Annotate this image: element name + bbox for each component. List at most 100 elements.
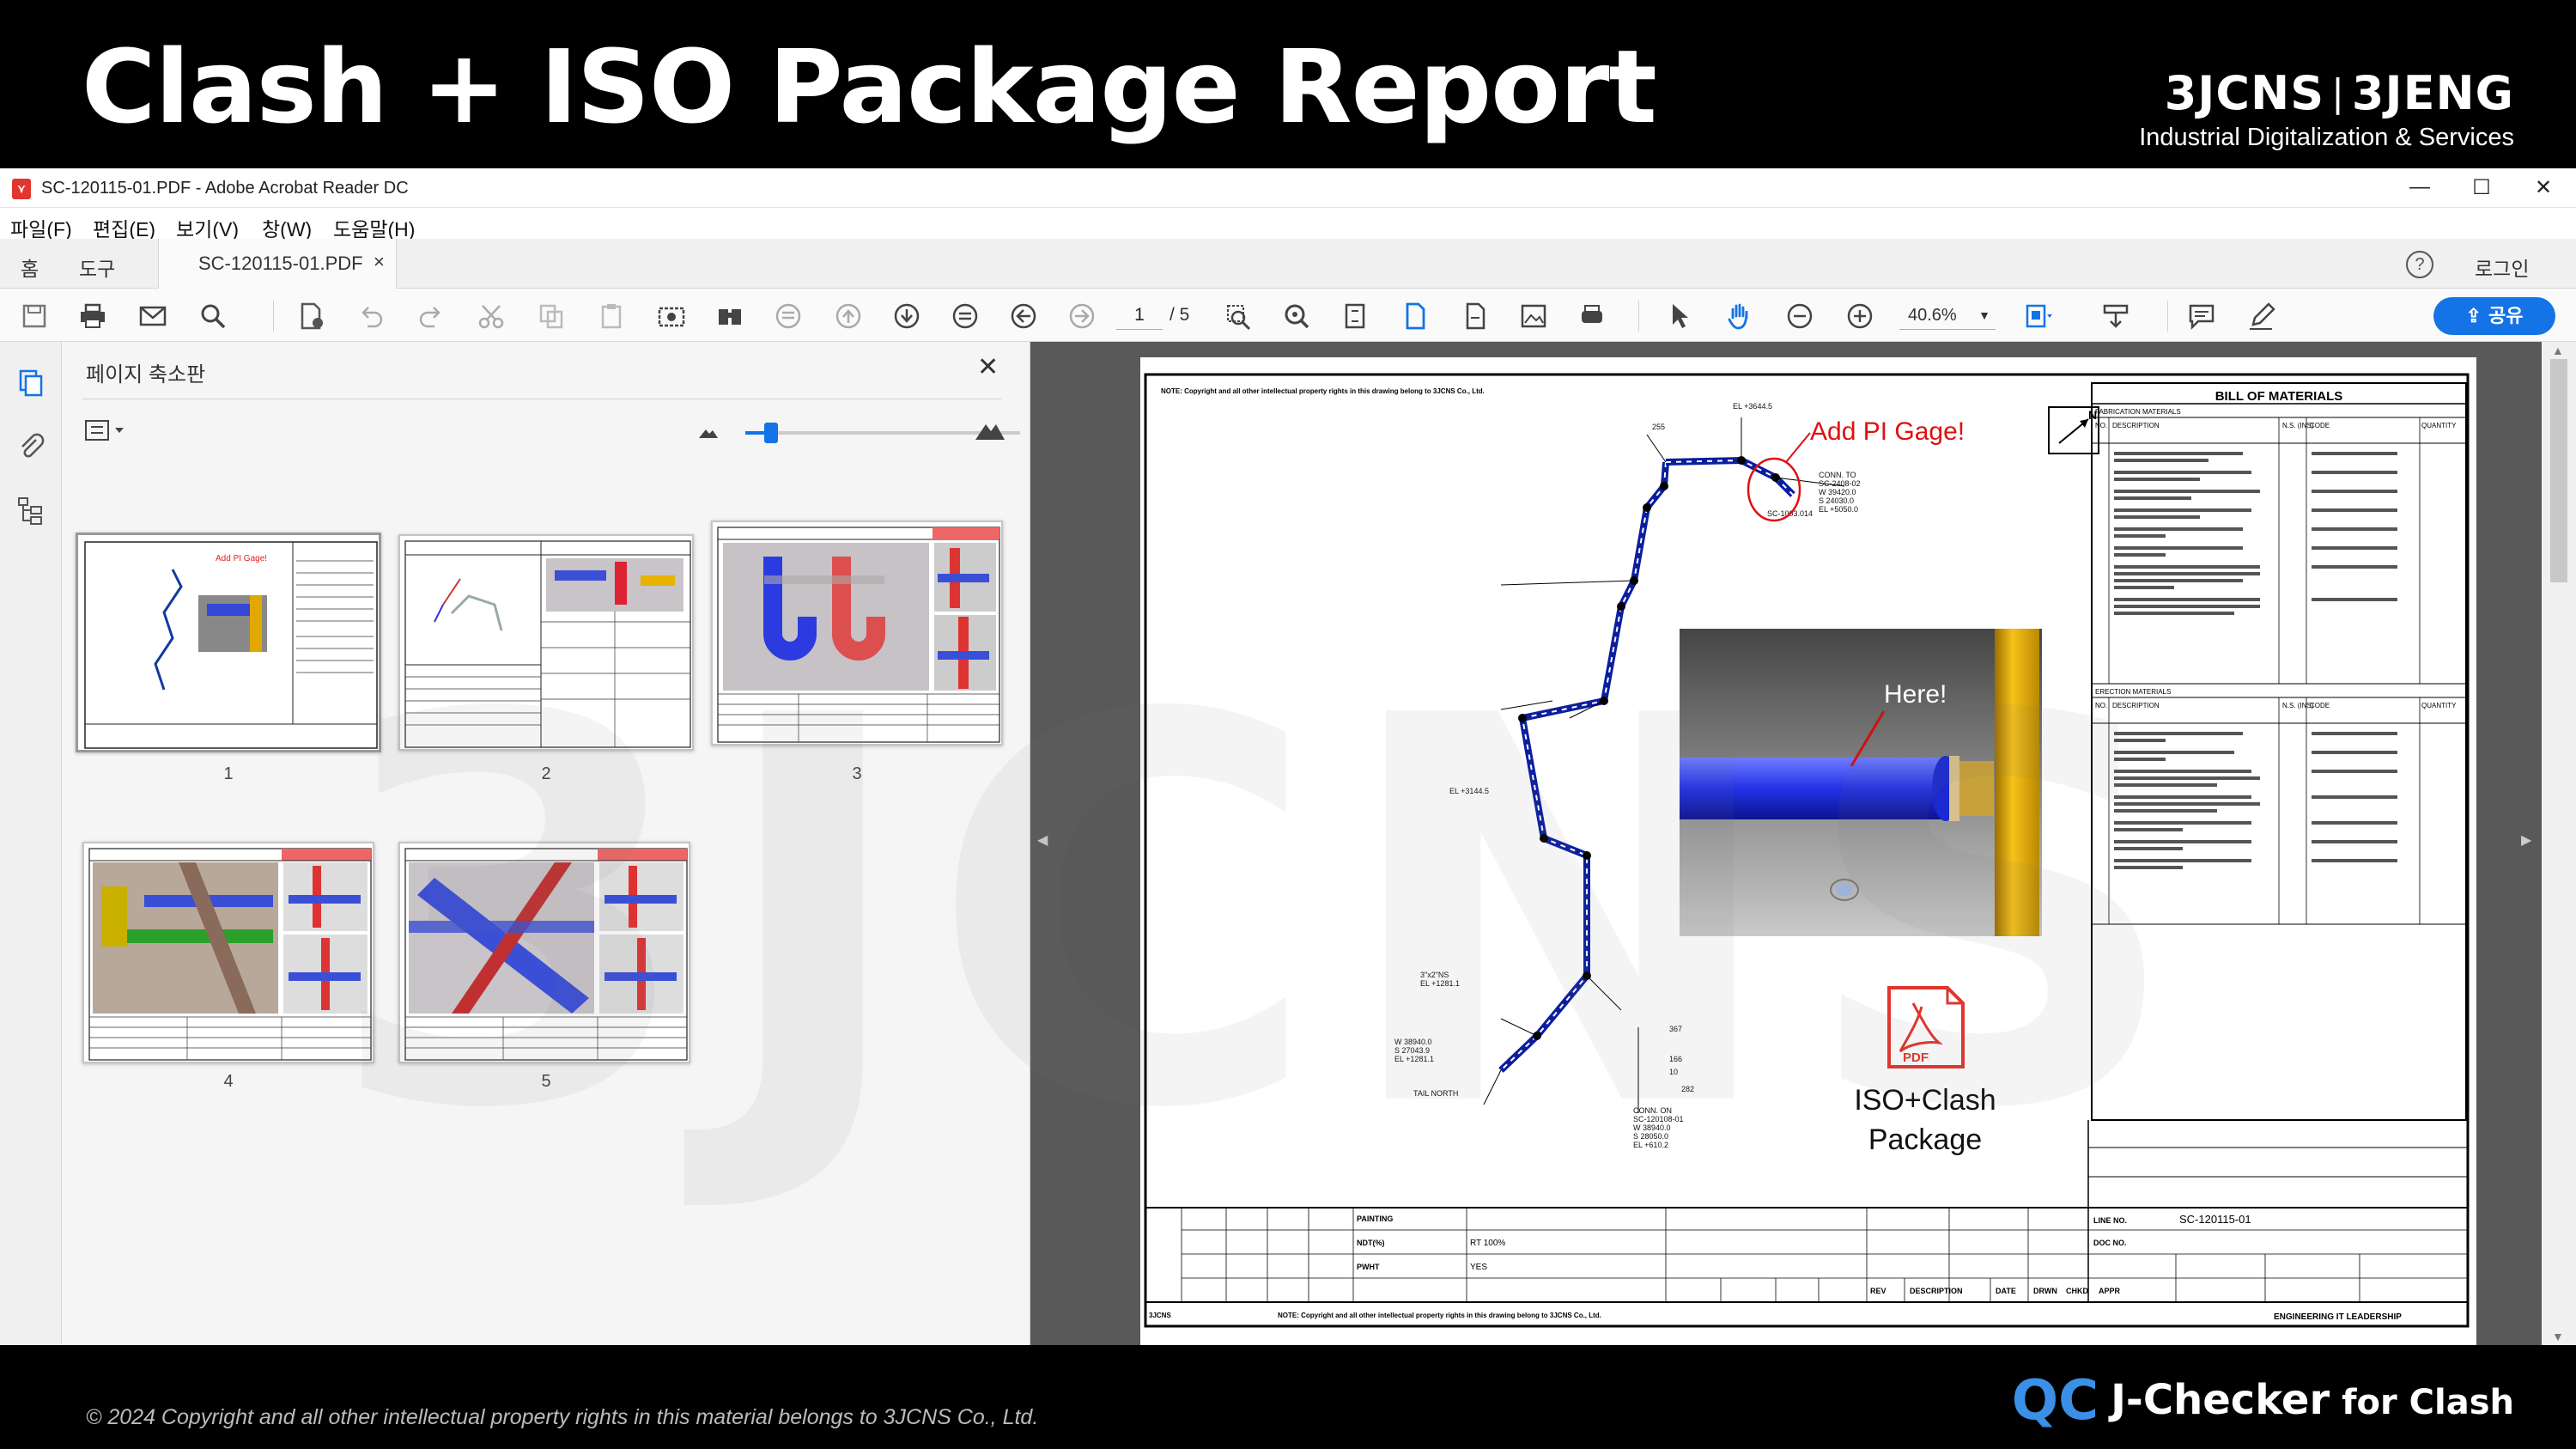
fit-page-icon[interactable] [1340, 301, 1370, 332]
menu-edit[interactable]: 편집(E) [93, 218, 155, 240]
zoom-level-value: 40.6% [1908, 306, 1957, 325]
package-line1: ISO+Clash [1854, 1084, 1996, 1117]
tab-document[interactable]: SC-120115-01.PDF × [158, 239, 397, 289]
forward-icon[interactable] [1066, 301, 1097, 332]
page-number-input[interactable]: 1 [1116, 301, 1163, 330]
find-icon[interactable] [714, 301, 745, 332]
scrollbar-thumb[interactable] [2550, 359, 2567, 582]
zoom-out-icon[interactable] [1784, 301, 1815, 332]
svg-text:EL +1281.1: EL +1281.1 [1420, 979, 1460, 988]
date-label: DATE [1996, 1287, 2016, 1295]
hand-tool-icon[interactable] [1724, 301, 1755, 332]
paste-icon[interactable] [596, 301, 627, 332]
thumbnail-size-slider[interactable] [745, 423, 1020, 443]
pdf-badge-label: PDF [1903, 1050, 1929, 1065]
print-icon[interactable] [77, 301, 108, 332]
zoom-in-icon[interactable] [1844, 301, 1875, 332]
scroll-up-icon[interactable]: ▲ [2552, 344, 2564, 357]
single-page-icon[interactable] [1400, 301, 1431, 332]
menu-view[interactable]: 보기(V) [176, 218, 239, 240]
tab-tools[interactable]: 도구 [79, 258, 116, 280]
structure-icon[interactable] [15, 495, 46, 530]
comment-icon[interactable] [2186, 301, 2217, 332]
thumbnail-size-small-icon [697, 424, 720, 444]
back-icon[interactable] [1008, 301, 1039, 332]
slider-handle[interactable] [764, 423, 778, 443]
pwht-label: PWHT [1357, 1263, 1380, 1271]
minimize-button[interactable]: — [2409, 175, 2430, 198]
tab-document-label: SC-120115-01.PDF [198, 253, 363, 274]
attachment-icon[interactable] [15, 431, 46, 466]
pen-icon[interactable] [2246, 301, 2277, 332]
svg-text:10: 10 [1669, 1068, 1678, 1076]
menu-help[interactable]: 도움말(H) [333, 218, 416, 240]
page-thumbnails-icon[interactable] [15, 368, 46, 403]
select-cursor-icon[interactable] [1664, 301, 1695, 332]
thumbnail-page-5[interactable] [398, 842, 690, 1063]
collapse-right-icon[interactable]: ▶ [2521, 833, 2532, 848]
share-button[interactable]: ⇪공유 [2433, 297, 2555, 335]
scroll-down-icon[interactable]: ▼ [2552, 1330, 2564, 1343]
chevron-down-icon: ▼ [1978, 308, 1990, 322]
help-icon[interactable]: ? [2406, 251, 2433, 278]
export-icon[interactable] [2100, 301, 2131, 332]
thumbnail-page-3[interactable] [711, 521, 1003, 746]
pdf-file-icon: PDF [1887, 986, 1965, 1068]
vertical-scrollbar[interactable]: ▲ ▼ [2542, 342, 2576, 1345]
zoom-level-select[interactable]: 40.6% ▼ [1899, 301, 1996, 330]
thumbnail-page-4[interactable] [82, 842, 374, 1063]
image-icon[interactable] [1518, 301, 1549, 332]
svg-text:W 38940.0: W 38940.0 [1633, 1123, 1671, 1132]
prev-page-icon[interactable] [833, 301, 864, 332]
marquee-zoom-icon[interactable] [1223, 301, 1254, 332]
collapse-left-icon[interactable]: ◀ [1037, 833, 1048, 848]
cut-icon[interactable] [476, 301, 507, 332]
top-page-icon[interactable] [773, 301, 804, 332]
line-no-value: SC-120115-01 [2179, 1213, 2251, 1226]
tab-home[interactable]: 홈 [21, 258, 39, 280]
close-window-button[interactable]: ✕ [2534, 176, 2553, 199]
line-no-label: LINE NO. [2093, 1216, 2127, 1225]
svg-text:CONN. ON: CONN. ON [1633, 1106, 1672, 1115]
thumbnail-label-3: 3 [852, 764, 862, 783]
read-aloud-icon[interactable] [1577, 301, 1607, 332]
document-viewer[interactable]: ◀ ▶ [1030, 342, 2576, 1345]
copy-icon[interactable] [536, 301, 567, 332]
title-bar: ⋎ SC-120115-01.PDF - Adobe Acrobat Reade… [0, 168, 2576, 208]
bom-header-desc-2: DESCRIPTION [2112, 702, 2160, 709]
redo-icon[interactable] [416, 301, 447, 332]
pdf-app-icon: ⋎ [12, 179, 31, 199]
scroll-page-icon[interactable] [1460, 301, 1491, 332]
brand-name-right: 3JENG [2351, 66, 2514, 120]
bom-header-no: NO. [2095, 422, 2107, 429]
bom-header-code-2: CODE [2310, 702, 2330, 709]
slide-footer: © 2024 Copyright and all other intellect… [0, 1345, 2576, 1449]
thumbnail-page-1[interactable]: Add PI Gage! [76, 533, 381, 752]
next-page-icon[interactable] [891, 301, 922, 332]
snapshot-icon[interactable] [656, 301, 687, 332]
search-icon[interactable] [197, 301, 228, 332]
doc-check-icon[interactable] [295, 301, 326, 332]
rev-label: REV [1870, 1287, 1886, 1295]
appr-label: APPR [2099, 1287, 2121, 1295]
menu-window[interactable]: 창(W) [262, 218, 313, 240]
thumbnail-page-2[interactable] [398, 534, 694, 751]
maximize-button[interactable]: ☐ [2472, 176, 2491, 199]
save-icon[interactable] [19, 301, 50, 332]
undo-icon[interactable] [355, 301, 386, 332]
zoom-tool-icon[interactable] [1281, 301, 1312, 332]
svg-text:N: N [2088, 408, 2097, 422]
tab-close-icon[interactable]: × [374, 251, 385, 272]
toolbar-divider [273, 301, 274, 332]
email-icon[interactable] [137, 301, 168, 332]
login-link[interactable]: 로그인 [2475, 258, 2530, 280]
thumbnail-options-icon[interactable] [84, 417, 132, 447]
qc-logo-icon: QC [2011, 1369, 2099, 1433]
menu-file[interactable]: 파일(F) [10, 218, 72, 240]
banner: Clash + ISO Package Report 3JCNS|3JENG I… [0, 0, 2576, 168]
render-here-label: Here! [1884, 680, 1947, 709]
last-page-icon[interactable] [950, 301, 981, 332]
close-panel-icon[interactable]: ✕ [977, 353, 999, 381]
page-organize-icon[interactable] [2023, 301, 2054, 332]
product-name: J-Checker [2111, 1376, 2330, 1424]
